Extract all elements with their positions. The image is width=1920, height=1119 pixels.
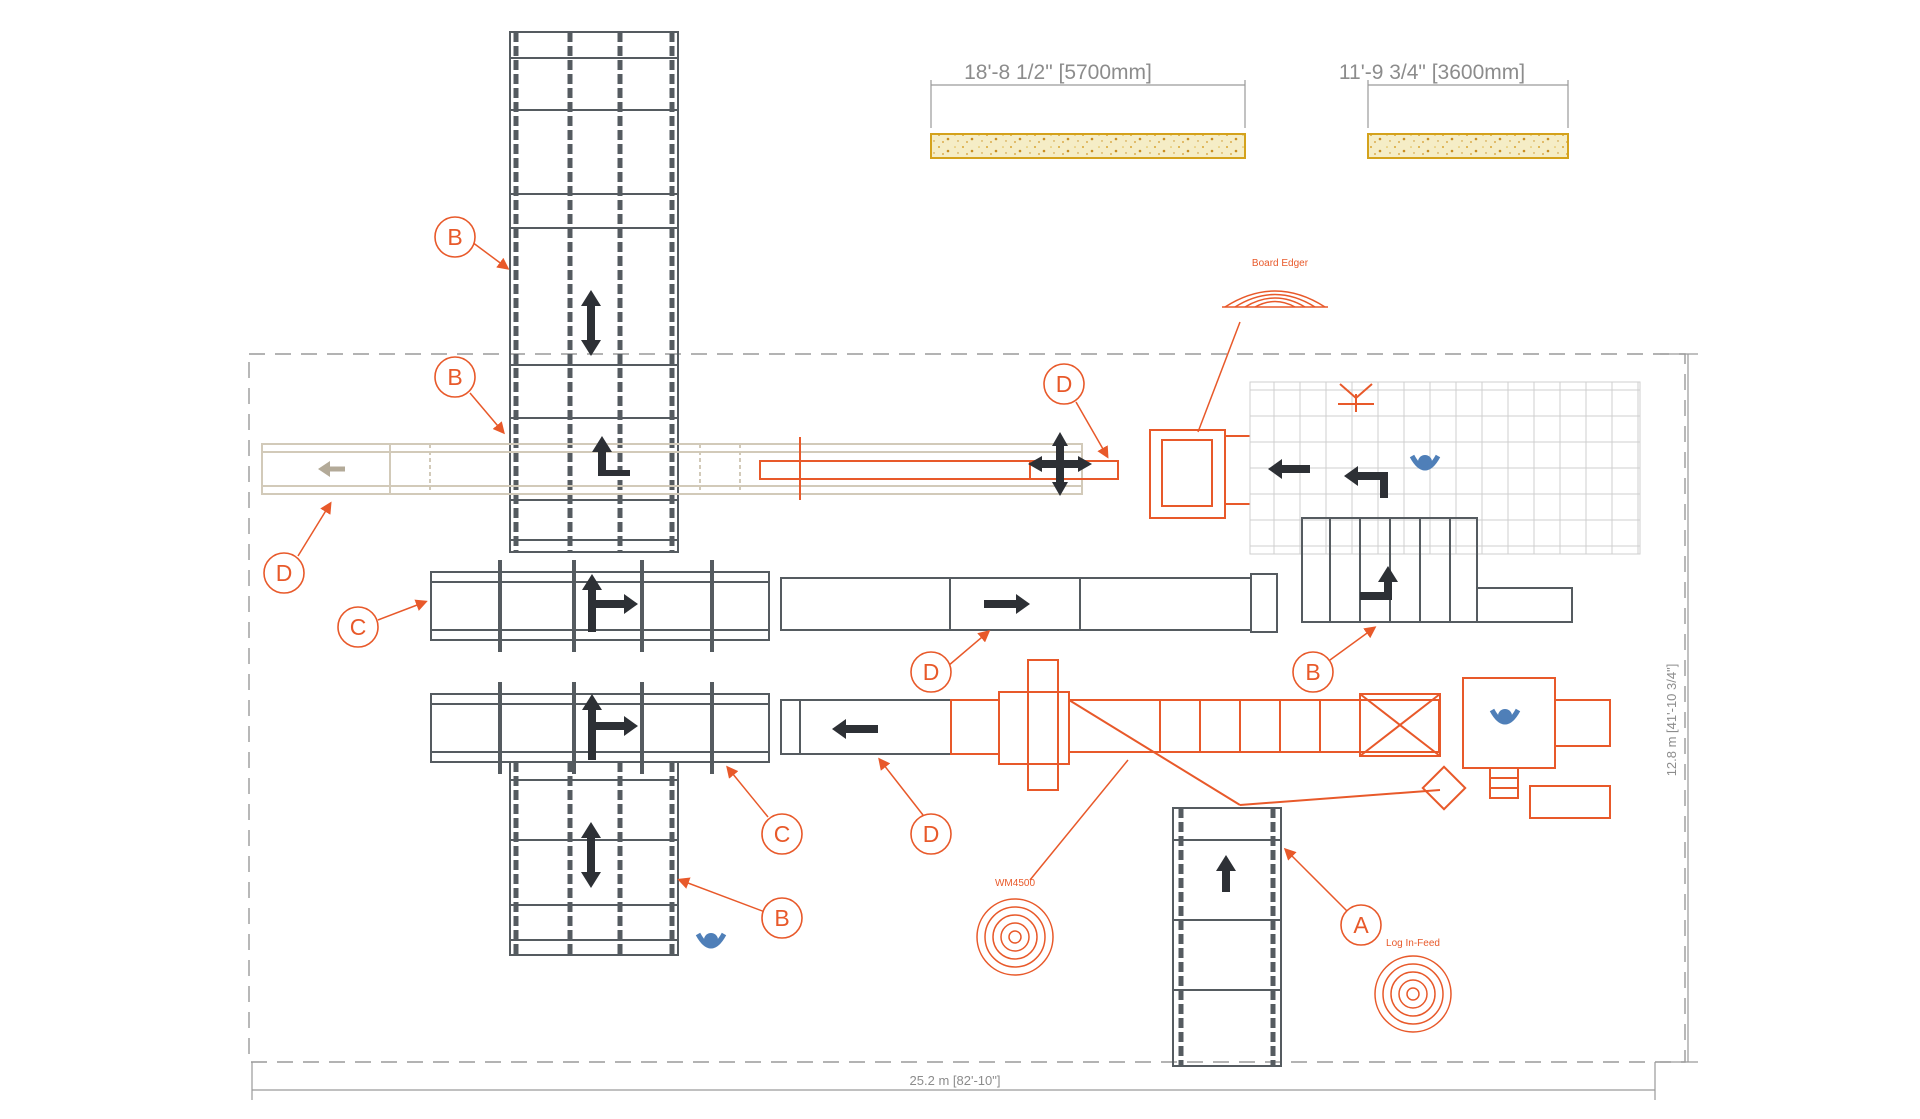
log-infeed-log-icon (1374, 955, 1452, 1033)
overall-width-label: 25.2 m [82'-10"] (910, 1073, 1001, 1088)
outfeed-conveyor-upper (780, 573, 1278, 633)
arrow-turn-rack (1360, 566, 1398, 600)
edger-leader-line (1197, 321, 1241, 433)
sorting-conveyor-lower (430, 682, 770, 774)
wm4500-leader-line (1029, 759, 1129, 881)
control-cabin (1462, 677, 1611, 819)
callout-b-right: B (1292, 626, 1377, 693)
operator-deck (695, 932, 727, 949)
svg-text:D: D (923, 659, 940, 685)
arrow-up-infeed (1216, 855, 1236, 892)
svg-text:D: D (1056, 371, 1073, 397)
wm4500-sawmill (950, 659, 1441, 806)
svg-text:C: C (774, 821, 791, 847)
callout-b-mid: B (434, 356, 505, 435)
board-short-dimension: 11'-9 3/4" [3600mm] (1339, 61, 1525, 84)
sorting-conveyor-upper (430, 560, 770, 652)
callout-c-upper: C (337, 599, 428, 648)
overall-height-dimension (1660, 353, 1698, 1063)
callout-d-top: D (1043, 363, 1109, 459)
svg-text:A: A (1353, 912, 1369, 938)
log-infeed-conveyor (1172, 807, 1282, 1067)
svg-text:B: B (774, 905, 789, 931)
small-stop-icon (1338, 383, 1374, 412)
arrow-left-lower-outfeed (832, 719, 878, 739)
board-long-dimension: 18'-8 1/2" [5700mm] (964, 61, 1152, 84)
callout-c-lower: C (726, 765, 803, 855)
edger-infeed-line (759, 437, 1119, 500)
arrow-turn-lower-conveyor (582, 694, 638, 760)
callout-a-infeed: A (1283, 847, 1382, 946)
board-edger-label: Board Edger (1252, 258, 1309, 269)
svg-text:B: B (1305, 659, 1320, 685)
callout-d-mid: D (910, 630, 991, 693)
arrow-turn-grid (1344, 466, 1388, 498)
board-edger-log-icon (1222, 290, 1328, 308)
arrow-right-upper-outfeed (984, 594, 1030, 614)
arrow-updown-bottom (581, 822, 601, 888)
transfer-deck-top (509, 31, 679, 553)
overall-width-dimension (251, 1062, 1656, 1100)
svg-text:B: B (447, 224, 462, 250)
arrow-turn-upper-conveyor (582, 574, 638, 632)
svg-text:C: C (350, 614, 367, 640)
overall-height-label: 12.8 m [41'-10 3/4"] (1664, 664, 1679, 777)
svg-text:D: D (276, 560, 293, 586)
arrow-cross-move (1028, 432, 1092, 496)
operator-cabin (1489, 708, 1521, 725)
stacking-rack (1301, 517, 1573, 623)
callout-d-left: D (263, 501, 332, 594)
operator-icons (695, 454, 1521, 949)
flow-arrows (581, 290, 1398, 892)
arrow-turn-top (592, 436, 630, 476)
outfeed-grid (1249, 381, 1641, 555)
wm4500-label: WM4500 (995, 878, 1035, 889)
log-infeed-label: Log In-Feed (1386, 938, 1440, 949)
callout-b-top: B (434, 216, 510, 270)
transfer-deck-bottom (509, 761, 679, 956)
arrow-left-edger (1268, 459, 1310, 479)
svg-text:D: D (923, 821, 940, 847)
operator-edger (1409, 454, 1441, 471)
board-short (1367, 80, 1569, 159)
board-long (930, 80, 1246, 159)
return-conveyor-arrow (318, 461, 345, 477)
svg-text:B: B (447, 364, 462, 390)
arrow-updown-top (581, 290, 601, 356)
wm4500-log-icon (976, 898, 1054, 976)
operator-control-box (1421, 765, 1467, 811)
callout-b-bottom: B (677, 877, 803, 939)
callout-d-low: D (878, 757, 952, 855)
